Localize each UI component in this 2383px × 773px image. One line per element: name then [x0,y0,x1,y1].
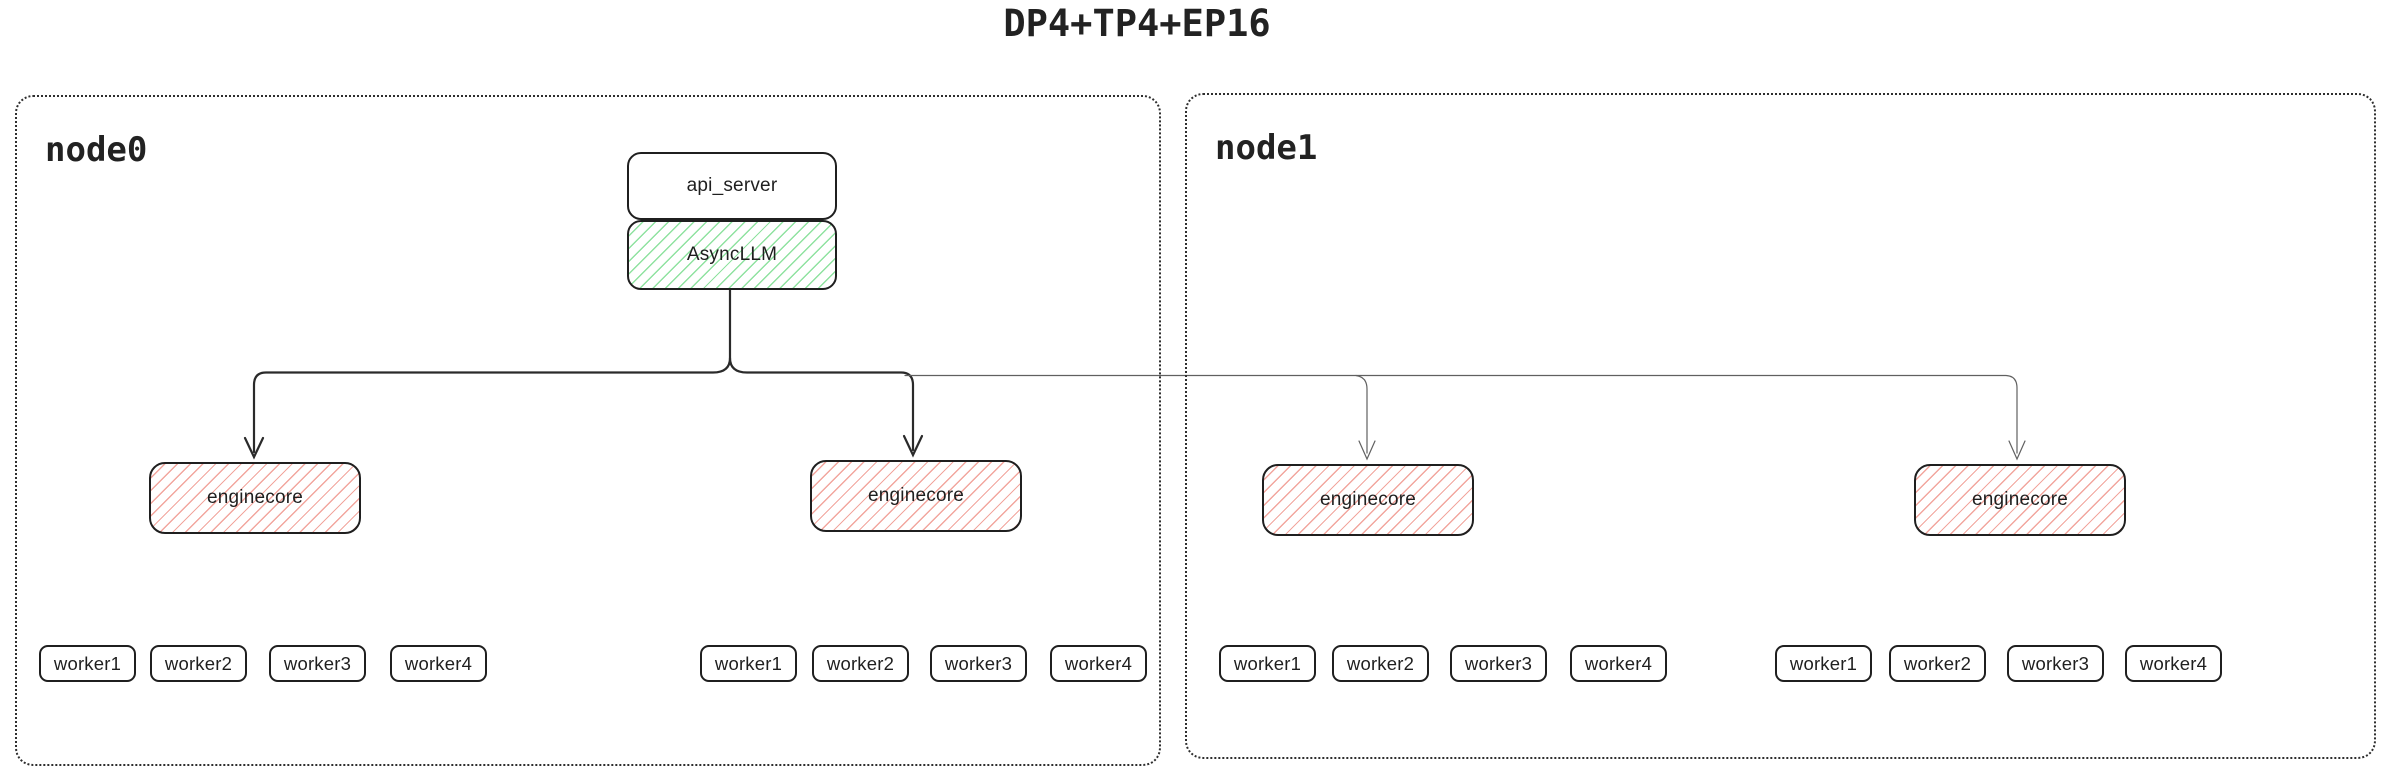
worker-box: worker3 [2007,645,2104,682]
worker-label: worker3 [2021,652,2090,674]
worker-box: worker4 [1050,645,1147,682]
worker-box: worker2 [812,645,909,682]
worker-label: worker3 [944,652,1013,674]
worker-label: worker2 [1903,652,1972,674]
node0-label: node0 [45,130,148,170]
api-server-box: api_server [627,152,837,220]
enginecore-label: enginecore [867,485,965,506]
worker-label: worker1 [1789,652,1858,674]
worker-label: worker2 [164,652,233,674]
worker-label: worker1 [1233,652,1302,674]
enginecore-label: enginecore [206,487,304,508]
worker-label: worker3 [283,652,352,674]
diagram-title: DP4+TP4+EP16 [1003,2,1271,45]
enginecore-box: enginecore [1914,464,2126,536]
node1-label: node1 [1215,128,1318,168]
node0-container: node0 api_server AsyncLLM enginecore eng… [15,95,1161,766]
worker-box: worker1 [1775,645,1872,682]
worker-box: worker4 [390,645,487,682]
worker-label: worker1 [53,652,122,674]
enginecore-label: enginecore [1971,489,2069,510]
worker-label: worker2 [1346,652,1415,674]
worker-box: worker1 [700,645,797,682]
node1-container: node1 enginecore enginecore worker1 work… [1185,93,2376,759]
worker-box: worker2 [1332,645,1429,682]
worker-box: worker1 [39,645,136,682]
worker-label: worker4 [1064,652,1133,674]
worker-box: worker3 [930,645,1027,682]
asyncllm-label: AsyncLLM [686,244,778,265]
worker-box: worker3 [1450,645,1547,682]
worker-label: worker4 [2139,652,2208,674]
worker-label: worker2 [826,652,895,674]
worker-box: worker1 [1219,645,1316,682]
worker-box: worker4 [1570,645,1667,682]
worker-label: worker4 [1584,652,1653,674]
worker-label: worker3 [1464,652,1533,674]
enginecore-box: enginecore [810,460,1022,532]
worker-box: worker2 [1889,645,1986,682]
asyncllm-box: AsyncLLM [627,220,837,290]
worker-label: worker1 [714,652,783,674]
worker-label: worker4 [404,652,473,674]
worker-box: worker2 [150,645,247,682]
enginecore-box: enginecore [149,462,361,534]
api-server-label: api_server [686,175,778,196]
enginecore-label: enginecore [1319,489,1417,510]
enginecore-box: enginecore [1262,464,1474,536]
worker-box: worker4 [2125,645,2222,682]
worker-box: worker3 [269,645,366,682]
